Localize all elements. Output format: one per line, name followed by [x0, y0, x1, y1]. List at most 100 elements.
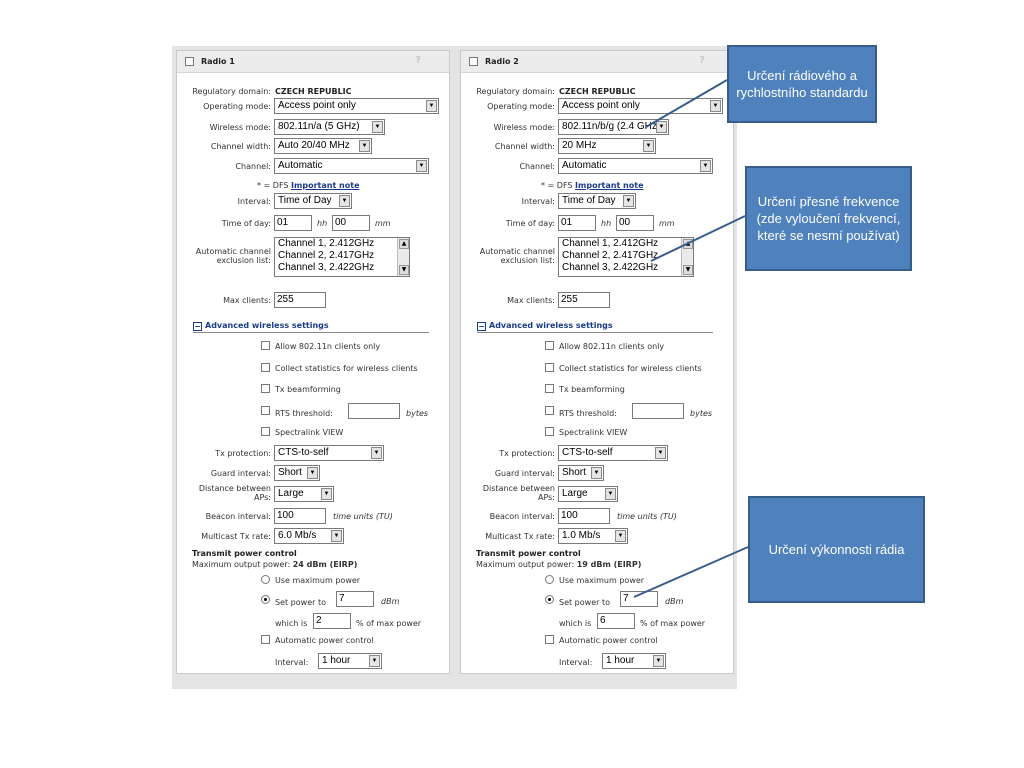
channel-select[interactable]: Automatic▼ — [274, 158, 429, 174]
exclusion-item[interactable]: Channel 1, 2.412GHz — [278, 238, 375, 249]
chevron-down-icon: ▼ — [655, 447, 666, 459]
opmode-label: Operating mode: — [203, 102, 271, 111]
which-is-input[interactable]: 6 — [597, 613, 635, 629]
maxclients-input[interactable]: 255 — [558, 292, 610, 308]
exclusion-listbox[interactable]: Channel 1, 2.412GHz Channel 2, 2.417GHz … — [274, 237, 410, 277]
txprot-value: CTS-to-self — [562, 447, 613, 458]
exclusion-item[interactable]: Channel 3, 2.422GHz — [278, 262, 375, 273]
set-power-input[interactable]: 7 — [336, 591, 374, 607]
txprot-select[interactable]: CTS-to-self ▼ — [558, 445, 668, 461]
channel-select[interactable]: Automatic ▼ — [558, 158, 713, 174]
beacon-input[interactable]: 100 — [558, 508, 610, 524]
tod-minutes-input[interactable]: 00 — [332, 215, 370, 231]
tx-beamforming-checkbox[interactable] — [261, 384, 270, 393]
allow-n-checkbox[interactable] — [261, 341, 270, 350]
guard-value: Short — [562, 467, 586, 478]
interval-value: Time of Day — [278, 195, 332, 206]
scroll-up-icon[interactable]: ▲ — [399, 239, 409, 249]
channel-value: Automatic — [562, 160, 607, 171]
exclusion-listbox[interactable]: Channel 1, 2.412GHz Channel 2, 2.417GHz … — [558, 237, 694, 277]
interval-select[interactable]: Time of Day▼ — [274, 193, 352, 209]
distance-select[interactable]: Large▼ — [274, 486, 334, 502]
radio-enable-checkbox[interactable] — [469, 57, 478, 66]
radio-enable-checkbox[interactable] — [185, 57, 194, 66]
opmode-select[interactable]: Access point only▼ — [558, 98, 723, 114]
spectralink-checkbox[interactable] — [545, 427, 554, 436]
important-note-link[interactable]: Important note — [291, 181, 360, 190]
use-max-radio[interactable] — [261, 575, 270, 584]
scroll-down-icon[interactable]: ▼ — [399, 265, 409, 275]
exclusion-item[interactable]: Channel 2, 2.417GHz — [278, 250, 375, 261]
important-note-link[interactable]: Important note — [575, 181, 644, 190]
apc-interval-select[interactable]: 1 hour▼ — [318, 653, 382, 669]
help-icon[interactable]: ? — [415, 55, 421, 66]
rts-checkbox[interactable] — [261, 406, 270, 415]
set-power-radio[interactable] — [261, 595, 270, 604]
listbox-scrollbar[interactable]: ▲ ▼ — [397, 238, 409, 276]
mcast-select[interactable]: 6.0 Mb/s▼ — [274, 528, 344, 544]
guard-select[interactable]: Short▼ — [558, 465, 604, 481]
chwidth-select[interactable]: Auto 20/40 MHz▼ — [274, 138, 372, 154]
advanced-section-label: Advanced wireless settings — [489, 321, 613, 330]
tod-hours-input[interactable]: 01 — [558, 215, 596, 231]
regdomain-value: CZECH REPUBLIC — [559, 87, 636, 96]
scroll-down-icon[interactable]: ▼ — [683, 265, 693, 275]
auto-power-checkbox[interactable] — [261, 635, 270, 644]
exclusion-label-line2: exclusion list: — [216, 256, 271, 265]
exclusion-item[interactable]: Channel 1, 2.412GHz — [562, 238, 659, 249]
advanced-section-header[interactable]: −Advanced wireless settings — [477, 321, 613, 331]
tx-beamforming-checkbox[interactable] — [545, 384, 554, 393]
wmode-select[interactable]: 802.11n/b/g (2.4 GHz)▼ — [558, 119, 669, 135]
distance-select[interactable]: Large▼ — [558, 486, 618, 502]
wmode-select[interactable]: 802.11n/a (5 GHz)▼ — [274, 119, 385, 135]
beacon-unit: time units (TU) — [333, 512, 393, 521]
chwidth-select[interactable]: 20 MHz▼ — [558, 138, 656, 154]
regdomain-label: Regulatory domain: — [476, 87, 555, 96]
help-icon[interactable]: ? — [699, 55, 705, 66]
tx-beamforming-label: Tx beamforming — [275, 385, 341, 394]
set-power-radio[interactable] — [545, 595, 554, 604]
exclusion-item[interactable]: Channel 2, 2.417GHz — [562, 250, 659, 261]
use-max-radio[interactable] — [545, 575, 554, 584]
maxclients-input[interactable]: 255 — [274, 292, 326, 308]
set-power-input[interactable]: 7 — [620, 591, 658, 607]
exclusion-item[interactable]: Channel 3, 2.422GHz — [562, 262, 659, 273]
which-is-input[interactable]: 2 — [313, 613, 351, 629]
auto-power-checkbox[interactable] — [545, 635, 554, 644]
tpc-title: Transmit power control — [476, 549, 581, 558]
beacon-input[interactable]: 100 — [274, 508, 326, 524]
mcast-select[interactable]: 1.0 Mb/s▼ — [558, 528, 628, 544]
listbox-scrollbar[interactable]: ▲ ▼ — [681, 238, 693, 276]
apc-interval-label: Interval: — [559, 658, 593, 667]
spectralink-label: Spectralink VIEW — [275, 428, 344, 437]
guard-select[interactable]: Short▼ — [274, 465, 320, 481]
rts-input[interactable] — [348, 403, 400, 419]
spectralink-checkbox[interactable] — [261, 427, 270, 436]
rts-checkbox[interactable] — [545, 406, 554, 415]
allow-n-checkbox[interactable] — [545, 341, 554, 350]
collapse-icon[interactable]: − — [477, 322, 486, 331]
chevron-down-icon: ▼ — [321, 488, 332, 500]
opmode-select[interactable]: Access point only▼ — [274, 98, 439, 114]
tod-hours-input[interactable]: 01 — [274, 215, 312, 231]
chevron-down-icon: ▼ — [700, 160, 711, 172]
collect-stats-label: Collect statistics for wireless clients — [559, 364, 702, 373]
channel-label: Channel: — [235, 162, 271, 171]
scroll-up-icon[interactable]: ▲ — [683, 239, 693, 249]
interval-select[interactable]: Time of Day▼ — [558, 193, 636, 209]
chwidth-value: Auto 20/40 MHz — [278, 140, 350, 151]
set-power-unit: dBm — [665, 597, 684, 606]
apc-interval-select[interactable]: 1 hour▼ — [602, 653, 666, 669]
which-is-label: which is — [275, 619, 308, 628]
maxout-label: Maximum output power: — [476, 560, 575, 569]
advanced-section-header[interactable]: −Advanced wireless settings — [193, 321, 329, 331]
tod-minutes-input[interactable]: 00 — [616, 215, 654, 231]
rts-input[interactable] — [632, 403, 684, 419]
txprot-select[interactable]: CTS-to-self▼ — [274, 445, 384, 461]
wmode-label: Wireless mode: — [209, 123, 271, 132]
dfs-prefix: * = DFS — [257, 181, 289, 190]
collect-stats-checkbox[interactable] — [261, 363, 270, 372]
collapse-icon[interactable]: − — [193, 322, 202, 331]
collect-stats-checkbox[interactable] — [545, 363, 554, 372]
